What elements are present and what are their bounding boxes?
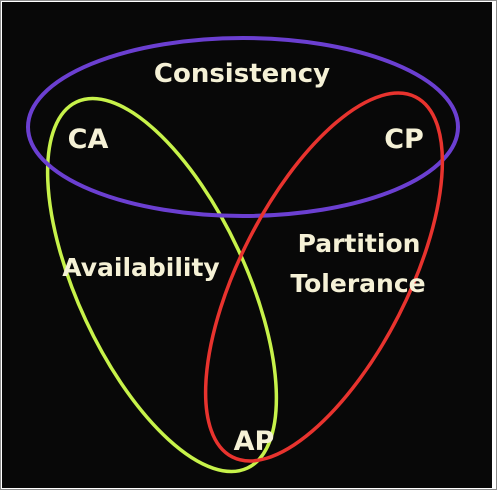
cp-label: CP (384, 124, 424, 155)
partition-tolerance-ellipse (203, 91, 445, 463)
consistency-ellipse (26, 36, 460, 218)
cap-theorem-diagram: Consistency CA CP Availability Partition… (2, 2, 492, 488)
availability-ellipse (45, 96, 279, 474)
tolerance-label: Tolerance (290, 269, 425, 298)
consistency-label: Consistency (154, 59, 330, 89)
venn-diagram-svg: Consistency CA CP Availability Partition… (26, 36, 460, 474)
ap-label: AP (234, 426, 275, 457)
partition-label: Partition (298, 229, 421, 258)
ca-label: CA (68, 124, 109, 155)
availability-label: Availability (62, 253, 219, 282)
